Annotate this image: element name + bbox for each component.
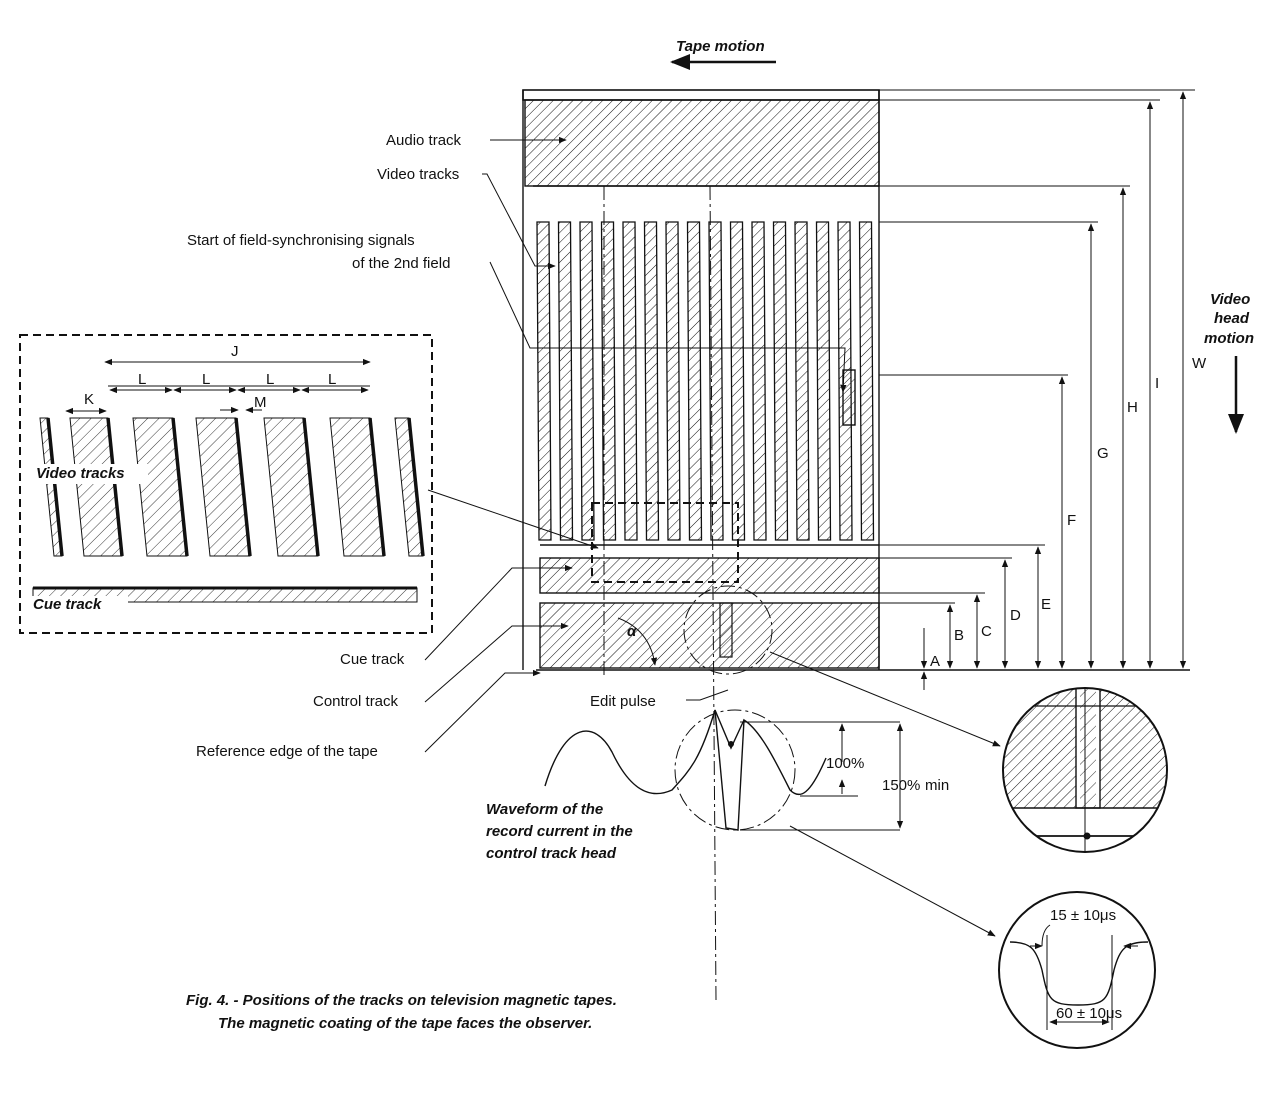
dimension-lines [879, 89, 1195, 690]
inset-track-stripe [394, 417, 424, 557]
dim-I: I [1155, 375, 1159, 392]
dim-B: B [954, 627, 964, 644]
dim-H: H [1127, 399, 1138, 416]
dim-L-4: L [328, 371, 336, 388]
pulse-top-label: 15 ± 10μs [1050, 907, 1116, 924]
sync-start-mark [842, 369, 856, 426]
tape-body [522, 89, 880, 670]
video-head-motion-label-2: head [1214, 310, 1250, 327]
video-track-stripe [772, 221, 789, 541]
dim-L-1: L [138, 371, 146, 388]
dim-L-2: L [202, 371, 210, 388]
tape-motion-label: Tape motion [676, 38, 765, 55]
video-track-stripe [729, 221, 746, 541]
alpha-label: α [627, 623, 637, 640]
inset-track-edge [234, 417, 252, 557]
video-head-motion-label-1: Video [1210, 291, 1250, 308]
inset-video-tracks-label: Video tracks [36, 465, 125, 482]
dim-A: A [930, 653, 940, 670]
detail-circle-pulse [674, 709, 796, 831]
pct-150-label: 150% [882, 777, 920, 794]
control-waveform [544, 709, 827, 831]
inset-track-edge [407, 417, 425, 557]
video-track-stripe [686, 221, 703, 541]
caption-line-2: The magnetic coating of the tape faces t… [218, 1015, 592, 1032]
detail-circle-1 [1002, 687, 1168, 853]
dim-J: J [231, 343, 239, 360]
dim-G: G [1097, 445, 1109, 462]
video-track-stripe [858, 221, 875, 541]
control-track-band [539, 602, 880, 669]
video-head-motion-label-3: motion [1204, 330, 1254, 347]
edit-pulse-label: Edit pulse [590, 693, 656, 710]
pct-100-label: 100% [826, 755, 864, 772]
inset-box [19, 334, 433, 634]
audio-track-band [524, 99, 880, 187]
video-track-stripe [815, 221, 832, 541]
inset-track-edge [46, 417, 64, 557]
inset-cue-track-label: Cue track [33, 596, 102, 613]
inset-track-edge [171, 417, 189, 557]
video-track-stripe [536, 221, 552, 541]
detail-circle-control [683, 585, 773, 675]
field-sync-label-1: Start of field-synchronising signals [187, 232, 415, 249]
dim-E: E [1041, 596, 1051, 613]
video-tracks-label: Video tracks [377, 166, 459, 183]
video-track-stripes [536, 221, 875, 541]
inset-video-tracks [39, 417, 425, 557]
audio-track-label: Audio track [386, 132, 462, 149]
control-track-label: Control track [313, 693, 399, 710]
dim-F: F [1067, 512, 1076, 529]
inset-track-edge [302, 417, 320, 557]
detail-circle-2: 15 ± 10μs 60 ± 10μs [998, 891, 1156, 1049]
inset-track-edge [368, 417, 386, 557]
waveform-label-2: record current in the [486, 823, 633, 840]
video-track-stripe [600, 221, 617, 541]
dim-D: D [1010, 607, 1021, 624]
video-track-stripe [794, 221, 810, 541]
field-sync-label-2: of the 2nd field [352, 255, 450, 272]
caption-line-1: Fig. 4. - Positions of the tracks on tel… [186, 992, 617, 1009]
inset-track-edge [106, 417, 124, 557]
dim-M: M [254, 394, 267, 411]
video-track-stripe [665, 221, 681, 541]
pct-min-label: min [925, 777, 949, 794]
dim-L-3: L [266, 371, 274, 388]
video-track-stripe [557, 221, 574, 541]
dim-C: C [981, 623, 992, 640]
dim-K: K [84, 391, 94, 408]
video-track-stripe [643, 221, 660, 541]
video-track-stripe [579, 221, 595, 541]
waveform-label-3: control track head [486, 845, 617, 862]
waveform-label-1: Waveform of the [486, 801, 603, 818]
pulse-bottom-label: 60 ± 10μs [1056, 1005, 1122, 1022]
detail-frame [591, 502, 739, 583]
video-track-stripe [751, 221, 767, 541]
video-track-stripe [708, 221, 724, 541]
reference-edge-label: Reference edge of the tape [196, 743, 378, 760]
edit-pulse-mark [719, 602, 733, 658]
video-track-stripe [622, 221, 638, 541]
cue-track-label: Cue track [340, 651, 405, 668]
dim-W: W [1192, 355, 1207, 372]
cue-track-band [539, 557, 880, 594]
